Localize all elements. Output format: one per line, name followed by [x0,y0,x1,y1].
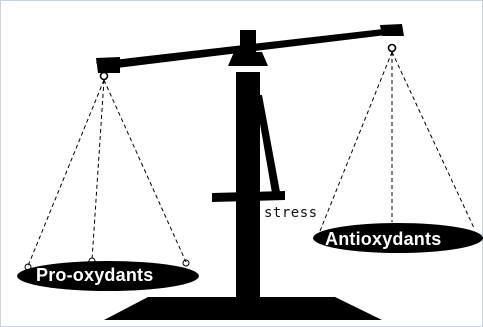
pro-oxydants-label: Pro-oxydants [36,265,153,286]
right-chains [318,52,474,236]
scale-base [104,297,382,320]
antioxydants-label: Antioxydants [325,229,441,250]
right-hook [389,45,396,52]
left-chains [28,80,186,266]
stress-label: stress [264,205,318,221]
scale-pivot [228,52,268,66]
left-hook [101,73,108,80]
scale-pillar [236,72,260,300]
